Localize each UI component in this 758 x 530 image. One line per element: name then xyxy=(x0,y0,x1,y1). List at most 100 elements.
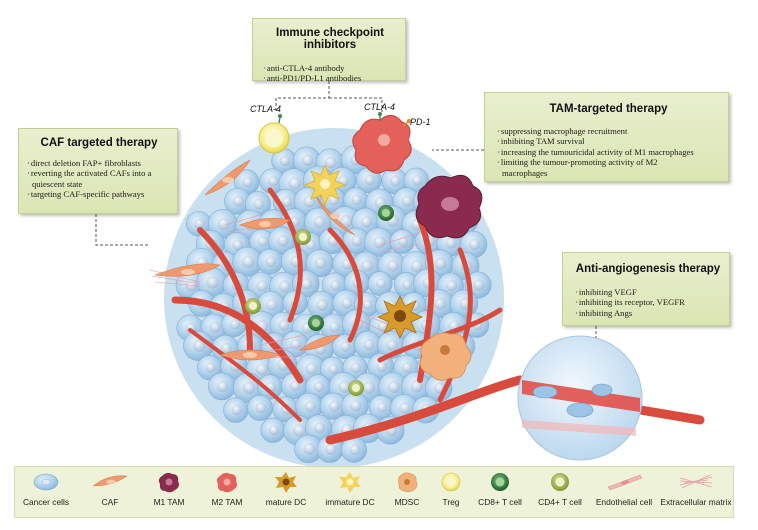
list-item: inhibiting Angs xyxy=(575,308,721,318)
cancer-cell-nucleus xyxy=(402,279,413,290)
cancer-cell-nucleus xyxy=(265,256,277,267)
cancer-cell-nucleus xyxy=(351,194,362,205)
cancer-cell-nucleus xyxy=(373,236,386,249)
m2-tam-cell xyxy=(352,112,412,174)
mdsc-icon xyxy=(398,472,418,493)
tam-therapy-title: TAM-targeted therapy xyxy=(549,103,668,115)
list-item: inhibiting its receptor, VEGFR xyxy=(575,297,721,307)
mature-dc-cell xyxy=(377,295,423,339)
cancer-cell-nucleus xyxy=(268,175,279,187)
legend-item-mdsc: MDSC xyxy=(387,467,427,519)
legend: Cancer cells CAF M1 TAM M2 TAM mature DC… xyxy=(14,466,734,518)
cancer-cell-nucleus xyxy=(305,362,318,375)
cancer-cell-nucleus xyxy=(255,402,267,414)
cancer-cell-nucleus xyxy=(402,362,413,373)
cancer-cell-nucleus xyxy=(253,198,265,210)
list-item: anti-CTLA-4 antibody xyxy=(263,63,397,73)
legend-item-m1-tam: M1 TAM xyxy=(145,467,193,519)
immature-dc-icon xyxy=(339,472,361,493)
cancer-cell-nucleus xyxy=(329,321,340,333)
legend-label: Cancer cells xyxy=(22,497,70,507)
cancer-cell-nucleus xyxy=(232,195,244,207)
cancer-cell-nucleus xyxy=(364,174,376,186)
caf-therapy-list: direct deletion FAP+ fibroblasts reverti… xyxy=(27,158,171,200)
cancer-cell-nucleus xyxy=(314,257,327,269)
cancer-cell-nucleus xyxy=(231,404,242,416)
cancer-cell-nucleus xyxy=(386,339,398,351)
cancer-cell-nucleus xyxy=(217,217,230,231)
cancer-cell-nucleus xyxy=(377,402,388,413)
cancer-cell-nucleus xyxy=(194,218,205,229)
pd1-label: PD-1 xyxy=(410,117,431,127)
cancer-cell-nucleus xyxy=(362,381,375,394)
caf-targeted-therapy-box: CAF targeted therapy direct deletion FAP… xyxy=(18,128,178,214)
cd8-t-cell-icon xyxy=(491,473,509,491)
cancer-cell-nucleus xyxy=(446,280,458,292)
list-item: targeting CAF-specific pathways xyxy=(27,189,171,199)
list-item: inhibiting VEGF xyxy=(575,287,721,297)
cd4-t-cell-icon xyxy=(551,473,569,491)
cancer-cell-nucleus xyxy=(325,156,337,169)
cancer-cell-nucleus xyxy=(390,175,401,187)
cancer-cell-nucleus xyxy=(277,235,289,247)
cancer-cell-nucleus xyxy=(242,255,255,268)
legend-label: M1 TAM xyxy=(153,497,185,507)
cancer-cell-icon xyxy=(33,473,59,491)
cancer-cell-nucleus xyxy=(281,196,293,208)
immune-checkpoint-title: Immune checkpoint inhibitors xyxy=(276,27,384,51)
cancer-cell-nucleus xyxy=(302,154,314,167)
cancer-cell-nucleus xyxy=(325,443,337,455)
cancer-cell-nucleus xyxy=(338,380,351,393)
legend-label: Extracellular matrix xyxy=(660,497,732,507)
cancer-cell-nucleus xyxy=(313,216,326,228)
cancer-cell-nucleus xyxy=(304,400,316,412)
immature-dc-cell xyxy=(303,163,347,207)
legend-label: MDSC xyxy=(394,497,420,507)
cancer-cell-nucleus xyxy=(410,380,423,393)
cancer-cell-nucleus xyxy=(278,280,291,293)
legend-label: immature DC xyxy=(325,497,375,507)
cancer-cell-nucleus xyxy=(313,381,325,392)
ctla4-label-right: CTLA-4 xyxy=(364,102,396,112)
cancer-cell-nucleus xyxy=(288,177,302,190)
m2-tam-icon xyxy=(216,472,237,493)
cancer-cell-nucleus xyxy=(328,400,340,412)
tam-targeted-therapy-box: TAM-targeted therapy suppressing macroph… xyxy=(484,92,729,182)
list-item: quiescent state xyxy=(32,178,83,189)
anti-angiogenesis-therapy-box: Anti-angiogenesis therapy inhibiting VEG… xyxy=(562,252,730,326)
cancer-cell-nucleus xyxy=(360,216,373,228)
list-item: reverting the activated CAFs into a xyxy=(27,168,171,178)
legend-label: Endothelial cell xyxy=(595,497,653,507)
cd4-t-cells xyxy=(245,229,364,396)
cancer-cell-nucleus xyxy=(242,176,253,188)
mature-dc-icon xyxy=(275,472,297,493)
cancer-cell-nucleus xyxy=(205,362,216,373)
legend-label: CD4+ T cell xyxy=(538,497,582,507)
m1-tam-icon xyxy=(158,472,179,493)
legend-label: CD8+ T cell xyxy=(478,497,522,507)
m1-tam-cell xyxy=(415,174,483,239)
cancer-cell-nucleus xyxy=(350,362,362,373)
cancer-cell-nucleus xyxy=(350,400,362,412)
legend-item-mature-dc: mature DC xyxy=(260,467,312,519)
cancer-cell-nucleus xyxy=(266,298,278,311)
cancer-cell-nucleus xyxy=(209,321,221,333)
treg-cell xyxy=(258,114,290,154)
anti-angiogenesis-title: Anti-angiogenesis therapy xyxy=(575,263,721,275)
cancer-cell-nucleus xyxy=(303,442,316,455)
cancer-cell-nucleus xyxy=(387,380,400,393)
mdsc-cell xyxy=(419,332,472,381)
cancer-cell-nucleus xyxy=(232,239,244,251)
cancer-cell-nucleus xyxy=(293,424,306,437)
cancer-cell-nucleus xyxy=(242,381,256,395)
cancer-cell-nucleus xyxy=(387,259,399,272)
immune-checkpoint-list: anti-CTLA-4 antibody anti-PD1/PD-L1 anti… xyxy=(263,63,397,84)
legend-label: CAF xyxy=(101,497,119,507)
immune-checkpoint-inhibitors-box: Immune checkpoint inhibitors anti-CTLA-4… xyxy=(252,18,406,84)
list-item: suppressing macrophage recruitment xyxy=(497,126,720,136)
cancer-cell-nucleus xyxy=(229,319,241,330)
cancer-cell-nucleus xyxy=(289,380,301,392)
extracellular-matrix-icon xyxy=(679,474,713,489)
endothelial-cell-icon xyxy=(607,474,643,491)
